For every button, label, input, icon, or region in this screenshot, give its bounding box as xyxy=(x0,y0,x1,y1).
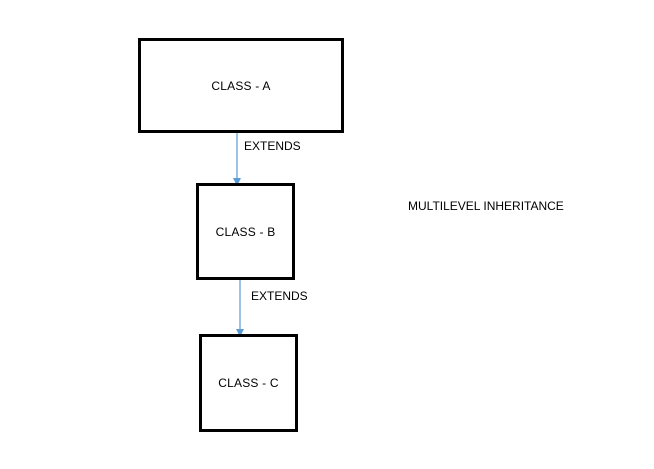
edge-label-a-to-b: EXTENDS xyxy=(244,139,301,153)
class-c-label: CLASS - C xyxy=(218,376,279,390)
class-a-label: CLASS - A xyxy=(211,78,271,93)
class-b-box: CLASS - B xyxy=(196,183,295,280)
class-b-label: CLASS - B xyxy=(215,224,276,239)
edge-label-b-to-c: EXTENDS xyxy=(251,289,308,303)
diagram-title: MULTILEVEL INHERITANCE xyxy=(408,199,564,213)
class-a-box: CLASS - A xyxy=(138,38,344,133)
class-c-box: CLASS - C xyxy=(199,334,298,432)
